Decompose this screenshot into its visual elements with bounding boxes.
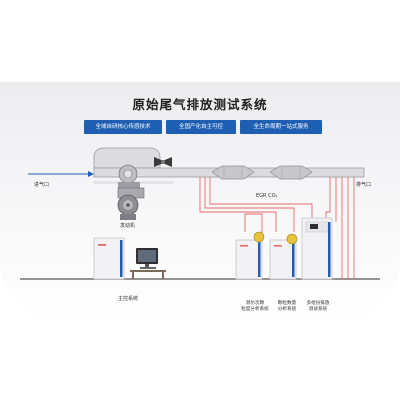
turbocharger-icon [118, 164, 140, 190]
page-title: 原始尾气排放测试系统 [132, 97, 268, 112]
analyzer-cabinet-2 [269, 233, 298, 280]
analyzer-2-label-line-2: 分析系统 [277, 307, 297, 312]
egr-valve-icon [154, 157, 172, 167]
sampling-lines [199, 177, 355, 280]
computer-icon [130, 248, 166, 279]
analyzer-3-label-line-1: 多组份排放 [306, 301, 330, 306]
analyzer-1-label-line-2: 粒度分析系统 [241, 307, 269, 312]
analyzer-2-label: 颗粒数量 分析系统 [272, 301, 302, 313]
catalyst-unit-2 [269, 165, 313, 180]
analyzer-2-label-line-1: 颗粒数量 [277, 301, 297, 306]
catalyst-unit-1 [211, 165, 255, 180]
feature-pill-2: 全国产化自主可控 [166, 120, 236, 134]
engine-icon [117, 187, 145, 220]
analyzer-cabinet-1 [235, 231, 265, 280]
feature-pill-3: 全生命周期一站式服务 [240, 120, 322, 134]
exhaust-outlet-label: 排气口 [356, 182, 372, 188]
engine-label: 发动机 [120, 223, 136, 229]
egr-label: EGR CO₂ [256, 193, 278, 199]
control-cabinet [93, 237, 125, 280]
intake-arrow-icon [88, 171, 94, 177]
analyzer-3-label-line-2: 测试系统 [308, 307, 328, 312]
analyzer-1-label-line-1: 测尔次颗 [245, 301, 265, 306]
analyzer-cabinet-3 [301, 217, 333, 280]
feature-pill-1: 全域自研核心传感技术 [84, 120, 162, 134]
analyzer-1-label: 测尔次颗 粒度分析系统 [238, 301, 272, 313]
control-system-label: 主控系统 [118, 296, 139, 302]
analyzer-3-label: 多组份排放 测试系统 [302, 301, 334, 313]
intake-label: 进气口 [34, 182, 50, 188]
